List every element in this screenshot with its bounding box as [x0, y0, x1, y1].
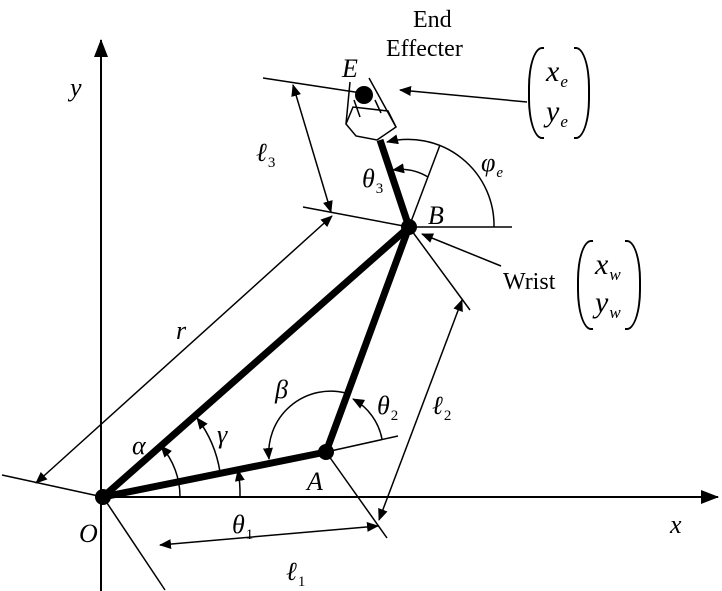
link1-extension [325, 435, 399, 453]
l2-symbol: ℓ [432, 391, 443, 420]
witness-b-perp-r [302, 206, 410, 228]
end-effector-point [355, 86, 373, 104]
right-paren [574, 47, 590, 139]
arc-theta2 [352, 398, 383, 440]
y-axis-label: y [70, 73, 82, 102]
end-effector-label-line2: Effecter [386, 36, 463, 62]
point-o-label: O [79, 519, 98, 548]
radial-line-r [100, 224, 412, 500]
link2-extension [408, 144, 441, 228]
end-effector-vector: xe ye [528, 47, 590, 139]
phi-e-label: φe [481, 150, 503, 181]
wrist-x: xw [595, 248, 621, 284]
y-symbol: y [595, 286, 609, 319]
l3-subscript: 3 [267, 155, 276, 171]
pointer-end-effector [399, 86, 528, 103]
left-paren [577, 240, 593, 330]
theta1-subscript: 1 [245, 527, 254, 543]
x-axis-label: x [670, 510, 682, 539]
arc-theta1 [234, 469, 245, 498]
joint-o [95, 489, 111, 505]
theta3-subscript: 3 [375, 181, 384, 197]
theta3-symbol: θ [362, 164, 375, 193]
theta2-subscript: 2 [390, 408, 399, 424]
gripper-icon [345, 77, 397, 141]
x-symbol: x [546, 55, 560, 88]
witness-b-perp-l2 [408, 226, 471, 311]
dim-arrow-l2 [378, 299, 463, 521]
l1-label: ℓ1 [286, 559, 305, 590]
witness-o-perp-l1 [102, 496, 166, 591]
x-subscript: w [609, 265, 621, 284]
dim-arrow-l3 [291, 84, 333, 213]
theta2-label: θ2 [377, 393, 398, 424]
point-b-label: B [428, 201, 444, 230]
y-subscript: w [609, 303, 621, 322]
dim-arrow-l1 [159, 521, 379, 550]
arc-phi-e [386, 134, 495, 228]
beta-label: β [275, 375, 288, 404]
joint-b [401, 219, 417, 235]
witness-a-perp-l1 [325, 451, 388, 539]
end-effector-y: ye [546, 95, 568, 131]
arc-alpha [160, 445, 181, 498]
x-subscript: e [560, 72, 568, 91]
alpha-label: α [132, 431, 146, 460]
link-3 [376, 138, 413, 229]
x-symbol: x [595, 248, 609, 281]
right-paren [625, 240, 641, 330]
link-2 [322, 225, 413, 454]
y-symbol: y [546, 95, 560, 128]
r-label: r [176, 316, 187, 345]
l1-symbol: ℓ [286, 557, 297, 586]
arc-gamma [196, 417, 221, 473]
l2-label: ℓ2 [432, 393, 451, 424]
end-effector-x: xe [546, 55, 568, 91]
dim-arrow-r [35, 215, 333, 484]
gamma-label: γ [217, 420, 228, 449]
phi-e-symbol: φ [481, 148, 496, 177]
pointer-wrist [421, 233, 502, 267]
l3-label: ℓ3 [256, 140, 275, 171]
phi-e-subscript: e [496, 165, 504, 181]
joint-a [318, 444, 334, 460]
theta2-symbol: θ [377, 391, 390, 420]
l1-subscript: 1 [297, 574, 306, 590]
theta1-symbol: θ [232, 510, 245, 539]
point-a-label: A [307, 467, 323, 496]
wrist-vector: xw yw [577, 240, 641, 330]
point-e-label: E [342, 54, 358, 83]
y-subscript: e [560, 112, 568, 131]
arc-beta [262, 390, 347, 460]
l3-symbol: ℓ [256, 138, 267, 167]
theta3-label: θ3 [362, 166, 383, 197]
l2-subscript: 2 [443, 408, 452, 424]
arc-theta3 [392, 163, 429, 178]
wrist-y: yw [595, 286, 621, 322]
theta1-label: θ1 [232, 512, 253, 543]
wrist-label: Wrist [503, 269, 556, 295]
witness-o-perp-r [1, 474, 104, 498]
left-paren [528, 47, 544, 139]
end-effector-label-line1: End [413, 7, 452, 33]
